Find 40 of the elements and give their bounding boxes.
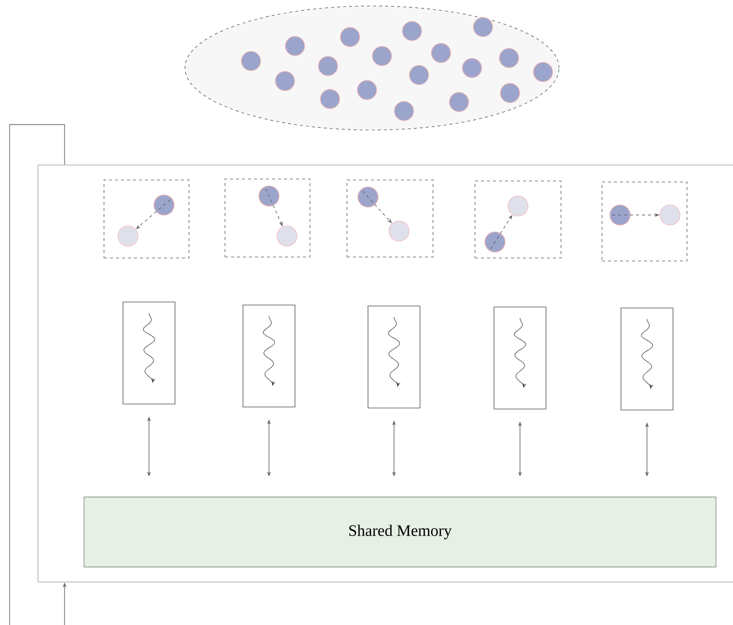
dot <box>449 92 469 112</box>
dashed-box <box>224 178 310 258</box>
dot <box>357 80 377 100</box>
dot <box>394 101 414 121</box>
dot <box>258 186 280 206</box>
dot <box>276 226 298 246</box>
dot <box>533 62 553 82</box>
dot <box>320 89 340 109</box>
thread-box <box>620 308 674 410</box>
thread-box <box>242 304 296 408</box>
dot <box>508 196 528 216</box>
thread-box <box>494 306 546 410</box>
dashed-box <box>104 180 190 258</box>
dot <box>372 46 392 66</box>
dashed-box <box>474 180 562 258</box>
dot <box>318 56 338 76</box>
dot <box>500 83 520 103</box>
dot <box>431 43 451 63</box>
dot <box>275 71 295 91</box>
thread-box <box>368 306 420 408</box>
dot <box>660 204 680 226</box>
dot <box>154 194 174 216</box>
thread-box <box>122 302 176 404</box>
dot <box>285 36 305 56</box>
dot <box>484 232 506 252</box>
memory-box: Shared Memory <box>84 496 716 568</box>
dot <box>241 51 261 71</box>
dashed-box <box>346 180 434 258</box>
container-box <box>38 164 733 582</box>
dot <box>409 65 429 85</box>
dot <box>340 27 360 47</box>
dot <box>610 204 630 226</box>
dot <box>499 48 519 68</box>
dot <box>473 17 493 37</box>
dot <box>388 220 410 242</box>
dashed-box <box>602 182 688 262</box>
dot <box>118 226 138 246</box>
dot <box>358 186 378 208</box>
dot <box>462 58 482 78</box>
dot <box>402 21 422 41</box>
